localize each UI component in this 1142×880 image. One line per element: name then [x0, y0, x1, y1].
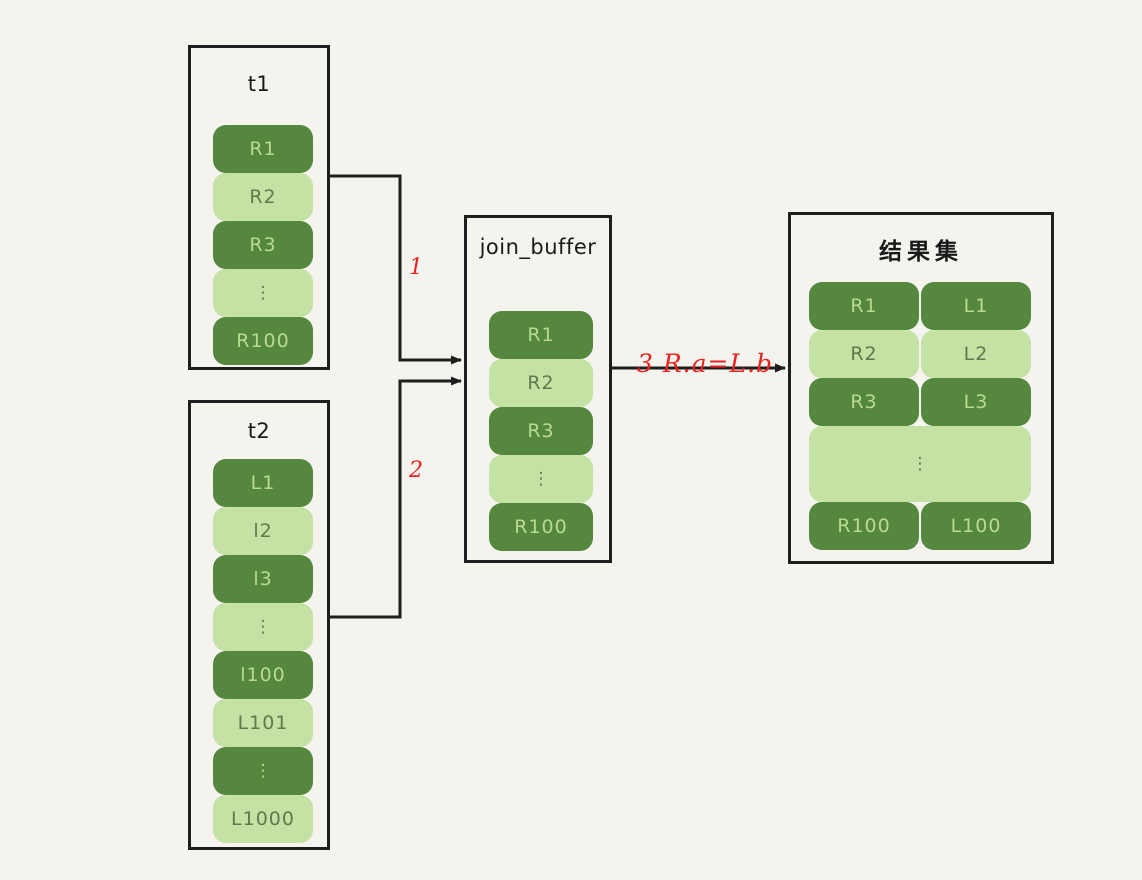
cell-label: R3 [527, 420, 555, 442]
table-row: ⋮ [213, 603, 313, 651]
table-box-t2: t2 L1 l2 l3 ⋮ l100 L101 ⋮ L1000 [188, 400, 330, 850]
table-row: L1 [213, 459, 313, 507]
table-row: l3 [213, 555, 313, 603]
wire-t2-to-joinbuffer [330, 376, 462, 619]
table-row: R3 [809, 378, 919, 426]
table-row: R2 [213, 173, 313, 221]
table-row: R100 [213, 317, 313, 365]
table-title-t1: t1 [247, 72, 271, 96]
cell-label: L1000 [231, 808, 295, 830]
cell-label: L1 [250, 472, 276, 494]
cell-label: R2 [527, 372, 555, 394]
cell-label: ⋮ [254, 616, 272, 637]
table-row: ⋮ [489, 455, 593, 503]
table-row: l2 [213, 507, 313, 555]
cell-label: l2 [253, 520, 273, 542]
cell-label: L100 [950, 515, 1002, 537]
cell-label: ⋮ [911, 453, 929, 474]
table-box-join-buffer: join_buffer R1 R2 R3 ⋮ R100 [464, 215, 612, 563]
cell-label: L101 [237, 712, 289, 734]
cell-label: L3 [963, 391, 989, 413]
cell-label: R100 [236, 330, 290, 352]
table-box-result-set: 结果集 R1 L1 R2 L2 R3 L3 ⋮ R100 L100 [788, 212, 1054, 564]
table-row: L3 [921, 378, 1031, 426]
table-row: ⋮ [213, 269, 313, 317]
table-row: R3 [489, 407, 593, 455]
table-row: R2 [809, 330, 919, 378]
table-row: L100 [921, 502, 1031, 550]
table-row: L2 [921, 330, 1031, 378]
table-title-result-set: 结果集 [879, 239, 963, 265]
table-row: R100 [489, 503, 593, 551]
table-title-t2: t2 [247, 419, 271, 443]
cell-label: R100 [514, 516, 568, 538]
cell-label: R3 [249, 234, 277, 256]
table-row: L1 [921, 282, 1031, 330]
table-row: R1 [809, 282, 919, 330]
cell-label: R1 [527, 324, 555, 346]
cell-label: R100 [837, 515, 891, 537]
annotation-step-3-join-condition: 3 R.a=L.b [637, 349, 774, 378]
wire-t1-to-joinbuffer [330, 174, 462, 365]
table-row: ⋮ [809, 426, 1031, 502]
table-title-join-buffer: join_buffer [479, 235, 597, 259]
table-row: R3 [213, 221, 313, 269]
cell-label: l3 [253, 568, 273, 590]
table-row: R1 [489, 311, 593, 359]
cell-label: R3 [850, 391, 878, 413]
cell-label: L2 [963, 343, 989, 365]
table-box-t1: t1 R1 R2 R3 ⋮ R100 [188, 45, 330, 370]
annotation-step-2: 2 [409, 458, 423, 483]
cell-label: R1 [249, 138, 277, 160]
table-row: R1 [213, 125, 313, 173]
cell-label: R2 [850, 343, 878, 365]
cell-label: ⋮ [254, 760, 272, 781]
annotation-step-1: 1 [409, 255, 423, 280]
table-row: R100 [809, 502, 919, 550]
table-row: ⋮ [213, 747, 313, 795]
table-row: L101 [213, 699, 313, 747]
table-row: L1000 [213, 795, 313, 843]
table-row: R2 [489, 359, 593, 407]
cell-label: L1 [963, 295, 989, 317]
cell-label: ⋮ [254, 282, 272, 303]
cell-label: l100 [240, 664, 286, 686]
cell-label: R2 [249, 186, 277, 208]
cell-label: ⋮ [532, 468, 550, 489]
table-row: l100 [213, 651, 313, 699]
cell-label: R1 [850, 295, 878, 317]
